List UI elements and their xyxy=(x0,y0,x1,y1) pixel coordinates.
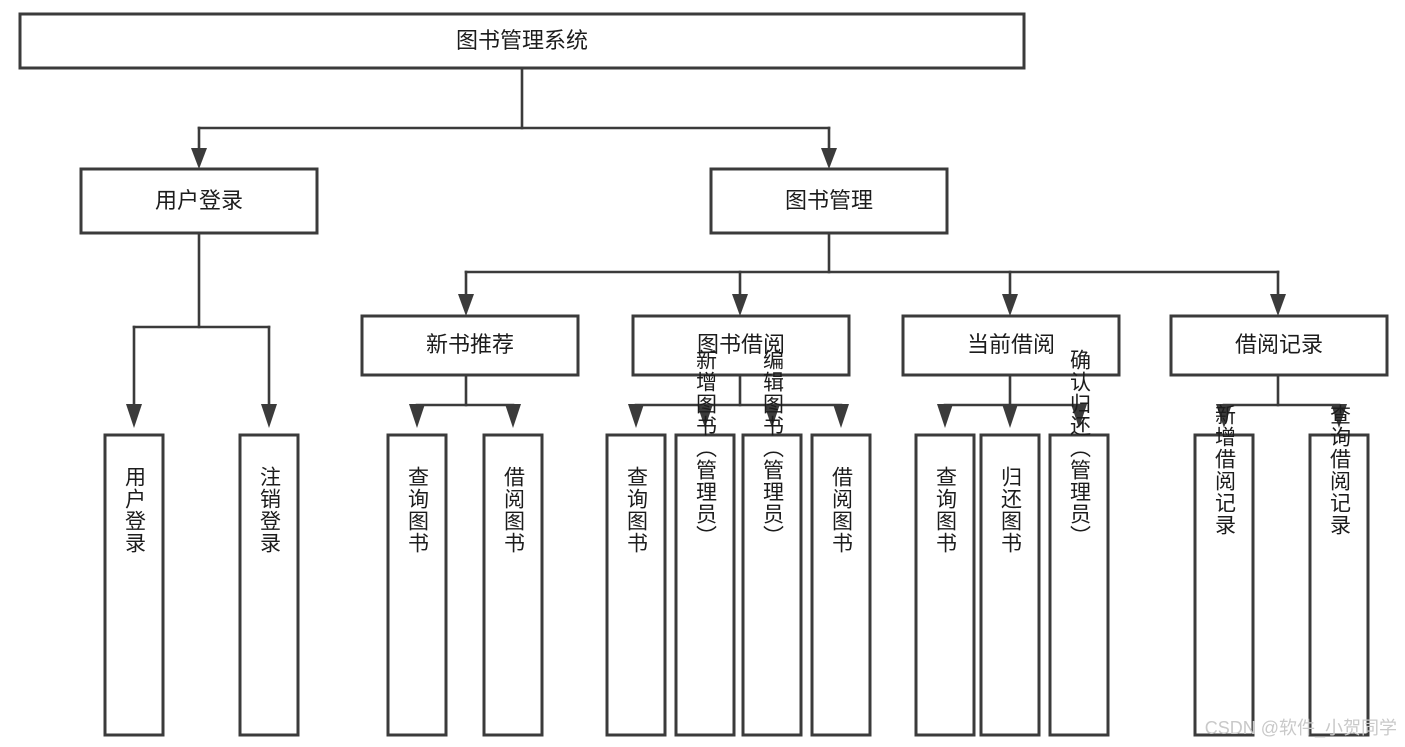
arrow-head-bb-leaf-4 xyxy=(833,404,849,428)
leaf-bb-edit-book[interactable]: 编辑图书（管理员） xyxy=(741,349,803,737)
leaf-cb-query-book-box[interactable] xyxy=(914,433,976,737)
leaf-logout[interactable]: 注销登录 xyxy=(238,433,300,737)
leaf-bb-query-book[interactable]: 查询图书 xyxy=(605,433,667,737)
node-current-borrow-label: 当前借阅 xyxy=(967,332,1055,357)
node-book-manage-label: 图书管理 xyxy=(785,188,873,213)
leaf-br-query-record[interactable]: 查询借阅记录 xyxy=(1308,404,1370,737)
node-book-borrow-label: 图书借阅 xyxy=(697,332,785,357)
leaf-cb-query-book[interactable]: 查询图书 xyxy=(914,433,976,737)
connectors-layer xyxy=(126,66,1347,428)
leaf-cb-query-book-label: 查询图书 xyxy=(934,466,958,554)
arrow-head-cb-leaf-3 xyxy=(1071,404,1087,428)
leaf-cb-return-book[interactable]: 归还图书 xyxy=(979,433,1041,737)
arrow-head-current-borrow xyxy=(1002,294,1018,316)
leaf-bb-query-book-label: 查询图书 xyxy=(625,466,649,554)
node-root[interactable]: 图书管理系统 xyxy=(18,12,1026,70)
csdn-watermark: CSDN @软件_小贺同学 xyxy=(1204,718,1397,738)
node-book-borrow[interactable]: 图书借阅 xyxy=(631,314,851,377)
leaf-cb-return-book-box[interactable] xyxy=(979,433,1041,737)
leaf-nbr-borrow-book-label: 借阅图书 xyxy=(502,466,526,554)
leaf-bb-borrow-book[interactable]: 借阅图书 xyxy=(810,433,872,737)
leaf-bb-query-book-box[interactable] xyxy=(605,433,667,737)
leaf-user-login[interactable]: 用户登录 xyxy=(103,433,165,737)
leaf-user-login-label: 用户登录 xyxy=(123,466,147,554)
leaf-bb-add-book-label: 新增图书（管理员） xyxy=(694,349,718,547)
leaf-br-query-record-label: 查询借阅记录 xyxy=(1328,404,1352,536)
node-new-book-recommend-box[interactable] xyxy=(360,314,580,377)
leaf-br-add-record-box[interactable] xyxy=(1193,433,1255,737)
arrow-head-new-book xyxy=(458,294,474,316)
leaf-br-query-record-box[interactable] xyxy=(1308,433,1370,737)
arrow-head-user-login xyxy=(191,148,207,169)
arrow-head-bb-leaf-2 xyxy=(697,404,713,428)
node-borrow-record[interactable]: 借阅记录 xyxy=(1169,314,1389,377)
leaf-bb-borrow-book-label: 借阅图书 xyxy=(830,466,854,554)
node-current-borrow-box[interactable] xyxy=(901,314,1121,377)
node-new-book-recommend-label: 新书推荐 xyxy=(426,332,514,357)
arrow-head-br-leaf-2 xyxy=(1331,404,1347,428)
leaf-bb-edit-book-box[interactable] xyxy=(741,433,803,737)
leaf-logout-label: 注销登录 xyxy=(258,466,282,554)
arrow-head-bb-leaf-3 xyxy=(764,404,780,428)
leaf-cb-confirm-return-label: 确认归还（管理员） xyxy=(1068,349,1092,547)
node-root-box[interactable] xyxy=(18,12,1026,70)
arrow-head-bb-leaf-1 xyxy=(628,404,644,428)
node-book-borrow-box[interactable] xyxy=(631,314,851,377)
leaf-br-add-record-label: 新增借阅记录 xyxy=(1213,404,1237,536)
arrow-head-leaf-user-login xyxy=(126,404,142,428)
arrow-head-br-leaf-1 xyxy=(1216,404,1232,428)
leaf-logout-box[interactable] xyxy=(238,433,300,737)
leaf-nbr-query-book[interactable]: 查询图书 xyxy=(386,433,448,737)
node-user-login-box[interactable] xyxy=(79,167,319,235)
leaf-nbr-query-book-box[interactable] xyxy=(386,433,448,737)
arrow-head-cb-leaf-1 xyxy=(937,404,953,428)
node-new-book-recommend[interactable]: 新书推荐 xyxy=(360,314,580,377)
arrow-head-book-manage xyxy=(821,148,837,169)
leaf-cb-return-book-label: 归还图书 xyxy=(999,466,1023,554)
arrow-head-borrow-record xyxy=(1270,294,1286,316)
leaf-user-login-box[interactable] xyxy=(103,433,165,737)
node-current-borrow[interactable]: 当前借阅 xyxy=(901,314,1121,377)
node-borrow-record-box[interactable] xyxy=(1169,314,1389,377)
arrow-head-leaf-logout xyxy=(261,404,277,428)
node-user-login-label: 用户登录 xyxy=(155,188,243,213)
arrow-head-cb-leaf-2 xyxy=(1002,404,1018,428)
node-book-manage-box[interactable] xyxy=(709,167,949,235)
node-root-label: 图书管理系统 xyxy=(456,28,588,53)
leaf-bb-add-book[interactable]: 新增图书（管理员） xyxy=(674,349,736,737)
node-book-manage[interactable]: 图书管理 xyxy=(709,167,949,235)
leaf-cb-confirm-return-box[interactable] xyxy=(1048,433,1110,737)
leaf-bb-edit-book-label: 编辑图书（管理员） xyxy=(761,349,785,547)
leaf-nbr-borrow-book[interactable]: 借阅图书 xyxy=(482,433,544,737)
node-borrow-record-label: 借阅记录 xyxy=(1235,332,1323,357)
leaf-cb-confirm-return[interactable]: 确认归还（管理员） xyxy=(1048,349,1110,737)
leaf-bb-add-book-box[interactable] xyxy=(674,433,736,737)
arrow-head-nbr-leaf-2 xyxy=(505,404,521,428)
leaf-br-add-record[interactable]: 新增借阅记录 xyxy=(1193,404,1255,737)
arrow-head-nbr-leaf-1 xyxy=(409,404,425,428)
leaf-nbr-query-book-label: 查询图书 xyxy=(406,466,430,554)
arrow-head-book-borrow xyxy=(732,294,748,316)
leaf-bb-borrow-book-box[interactable] xyxy=(810,433,872,737)
leaf-nbr-borrow-book-box[interactable] xyxy=(482,433,544,737)
node-user-login[interactable]: 用户登录 xyxy=(79,167,319,235)
